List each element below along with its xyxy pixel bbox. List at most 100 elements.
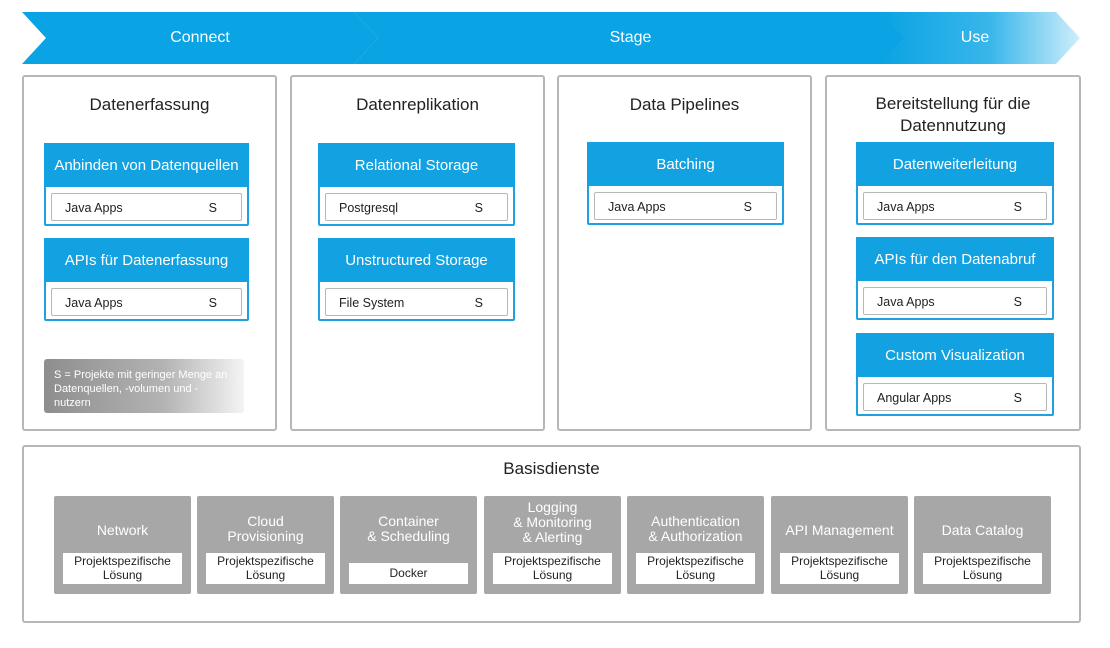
card-item-label: File System — [339, 296, 405, 310]
phase-connect-label: Connect — [170, 29, 230, 46]
card-apis-fuer-den-datenabruf: APIs für den Datenabruf Java Apps S — [856, 237, 1054, 320]
service-box-line: Projektspezifische — [934, 554, 1031, 568]
card-item: Angular Apps S — [863, 383, 1047, 411]
service-solution-box: Projektspezifische Lösung — [206, 553, 325, 584]
service-title-line: Authentication — [651, 513, 740, 529]
service-box-line: Projektspezifische — [217, 554, 314, 568]
card-item-label: Java Apps — [65, 296, 123, 310]
phase-stage: Stage — [354, 12, 907, 64]
card-item-tag: S — [474, 201, 483, 215]
card-item-tag: S — [743, 200, 752, 214]
card-item: Java Apps S — [594, 192, 777, 220]
service-box-line: Projektspezifische — [647, 554, 744, 568]
card-item-tag: S — [1013, 295, 1022, 309]
phase-connect: Connect — [22, 12, 378, 64]
card-header: Anbinden von Datenquellen — [44, 143, 249, 187]
card-item-tag: S — [1013, 200, 1022, 214]
phase-stage-label: Stage — [609, 29, 652, 46]
phase-use: Use — [880, 12, 1080, 64]
service-box-line: Lösung — [962, 568, 1003, 582]
service-title-line: Container — [378, 513, 439, 529]
service-box-line: Lösung — [819, 568, 860, 582]
service-data-catalog: Data Catalog Projektspezifische Lösung — [914, 496, 1051, 594]
card-relational-storage: Relational Storage Postgresql S — [318, 143, 515, 226]
basis-title: Basisdienste — [503, 459, 600, 478]
service-title-line: Data Catalog — [941, 522, 1024, 538]
service-container-scheduling: Container & Scheduling Docker — [340, 496, 477, 594]
service-title-line: & Scheduling — [367, 528, 450, 544]
panel-title: Datenerfassung — [89, 95, 210, 114]
card-item-label: Java Apps — [608, 200, 666, 214]
card-item-label: Angular Apps — [877, 391, 952, 405]
service-title: Container & Scheduling — [340, 514, 477, 544]
connect-chevron-shape — [22, 12, 378, 64]
card-item: Java Apps S — [51, 193, 242, 221]
panel-bereitstellung: Bereitstellung für die Datennutzung Date… — [825, 75, 1081, 431]
service-solution-box: Projektspezifische Lösung — [493, 553, 612, 584]
card-header: Relational Storage — [318, 143, 515, 187]
service-title: Network — [54, 523, 191, 538]
service-network: Network Projektspezifische Lösung — [54, 496, 191, 594]
service-title-line: & Monitoring — [513, 514, 592, 530]
card-item: Java Apps S — [51, 288, 242, 316]
legend-note: S = Projekte mit geringer Menge an Daten… — [44, 359, 244, 413]
card-header: Batching — [587, 142, 784, 186]
card-header: APIs für den Datenabruf — [856, 237, 1054, 281]
service-box-line: Docker — [389, 566, 428, 580]
service-title-line: & Alerting — [522, 529, 583, 545]
panel-title: Data Pipelines — [629, 95, 740, 114]
card-item-tag: S — [208, 296, 217, 310]
card-apis-fuer-datenerfassung: APIs für Datenerfassung Java Apps S — [44, 238, 249, 321]
panel-title-line-1: Bereitstellung für die — [875, 94, 1031, 113]
card-item-label: Java Apps — [65, 201, 123, 215]
service-title-line: Provisioning — [227, 528, 304, 544]
service-cloud-provisioning: Cloud Provisioning Projektspezifische Lö… — [197, 496, 334, 594]
panel-title-line-2: Datennutzung — [900, 116, 1006, 135]
service-solution-box: Projektspezifische Lösung — [636, 553, 755, 584]
service-box-line: Projektspezifische — [791, 554, 888, 568]
service-title-line: API Management — [785, 522, 894, 538]
panel-basisdienste: Basisdienste Network Projektspezifische … — [22, 445, 1081, 623]
panel-data-pipelines: Data Pipelines Batching Java Apps S — [557, 75, 812, 431]
service-solution-box: Projektspezifische Lösung — [63, 553, 182, 584]
card-item-label: Java Apps — [877, 200, 935, 214]
card-item: Java Apps S — [863, 287, 1047, 315]
service-title: API Management — [771, 523, 908, 538]
service-logging-monitoring-alerting: Logging & Monitoring & Alerting Projekts… — [484, 496, 621, 594]
card-item: Java Apps S — [863, 192, 1047, 220]
service-box-line: Lösung — [245, 568, 286, 582]
phase-use-label: Use — [960, 29, 990, 46]
service-title: Logging & Monitoring & Alerting — [484, 500, 621, 545]
service-title-line: & Authorization — [648, 528, 743, 544]
service-title: Data Catalog — [914, 523, 1051, 538]
panel-datenerfassung: Datenerfassung Anbinden von Datenquellen… — [22, 75, 277, 431]
card-anbinden-von-datenquellen: Anbinden von Datenquellen Java Apps S — [44, 143, 249, 226]
service-box-line: Projektspezifische — [74, 554, 171, 568]
service-title-line: Network — [96, 522, 149, 538]
card-item-label: Postgresql — [339, 201, 399, 215]
panel-title: Datenreplikation — [356, 95, 479, 114]
card-header: Unstructured Storage — [318, 238, 515, 282]
stage-chevron-shape — [354, 12, 907, 64]
card-header: Datenweiterleitung — [856, 142, 1054, 186]
service-title-line: Cloud — [247, 513, 284, 529]
card-item: File System S — [325, 288, 508, 316]
card-batching: Batching Java Apps S — [587, 142, 784, 225]
card-header: Custom Visualization — [856, 333, 1054, 377]
service-solution-box: Projektspezifische Lösung — [923, 553, 1042, 584]
service-box-line: Lösung — [675, 568, 716, 582]
use-chevron-shape — [880, 12, 1080, 64]
card-header: APIs für Datenerfassung — [44, 238, 249, 282]
card-datenweiterleitung: Datenweiterleitung Java Apps S — [856, 142, 1054, 225]
service-title-line: Logging — [527, 499, 578, 515]
card-item-tag: S — [1013, 391, 1022, 405]
card-unstructured-storage: Unstructured Storage File System S — [318, 238, 515, 321]
card-custom-visualization: Custom Visualization Angular Apps S — [856, 333, 1054, 416]
card-item: Postgresql S — [325, 193, 508, 221]
service-api-management: API Management Projektspezifische Lösung — [771, 496, 908, 594]
service-authentication-authorization: Authentication & Authorization Projektsp… — [627, 496, 764, 594]
service-title: Authentication & Authorization — [627, 514, 764, 544]
card-item-label: Java Apps — [877, 295, 935, 309]
service-title: Cloud Provisioning — [197, 514, 334, 544]
service-solution-box: Projektspezifische Lösung — [780, 553, 899, 584]
